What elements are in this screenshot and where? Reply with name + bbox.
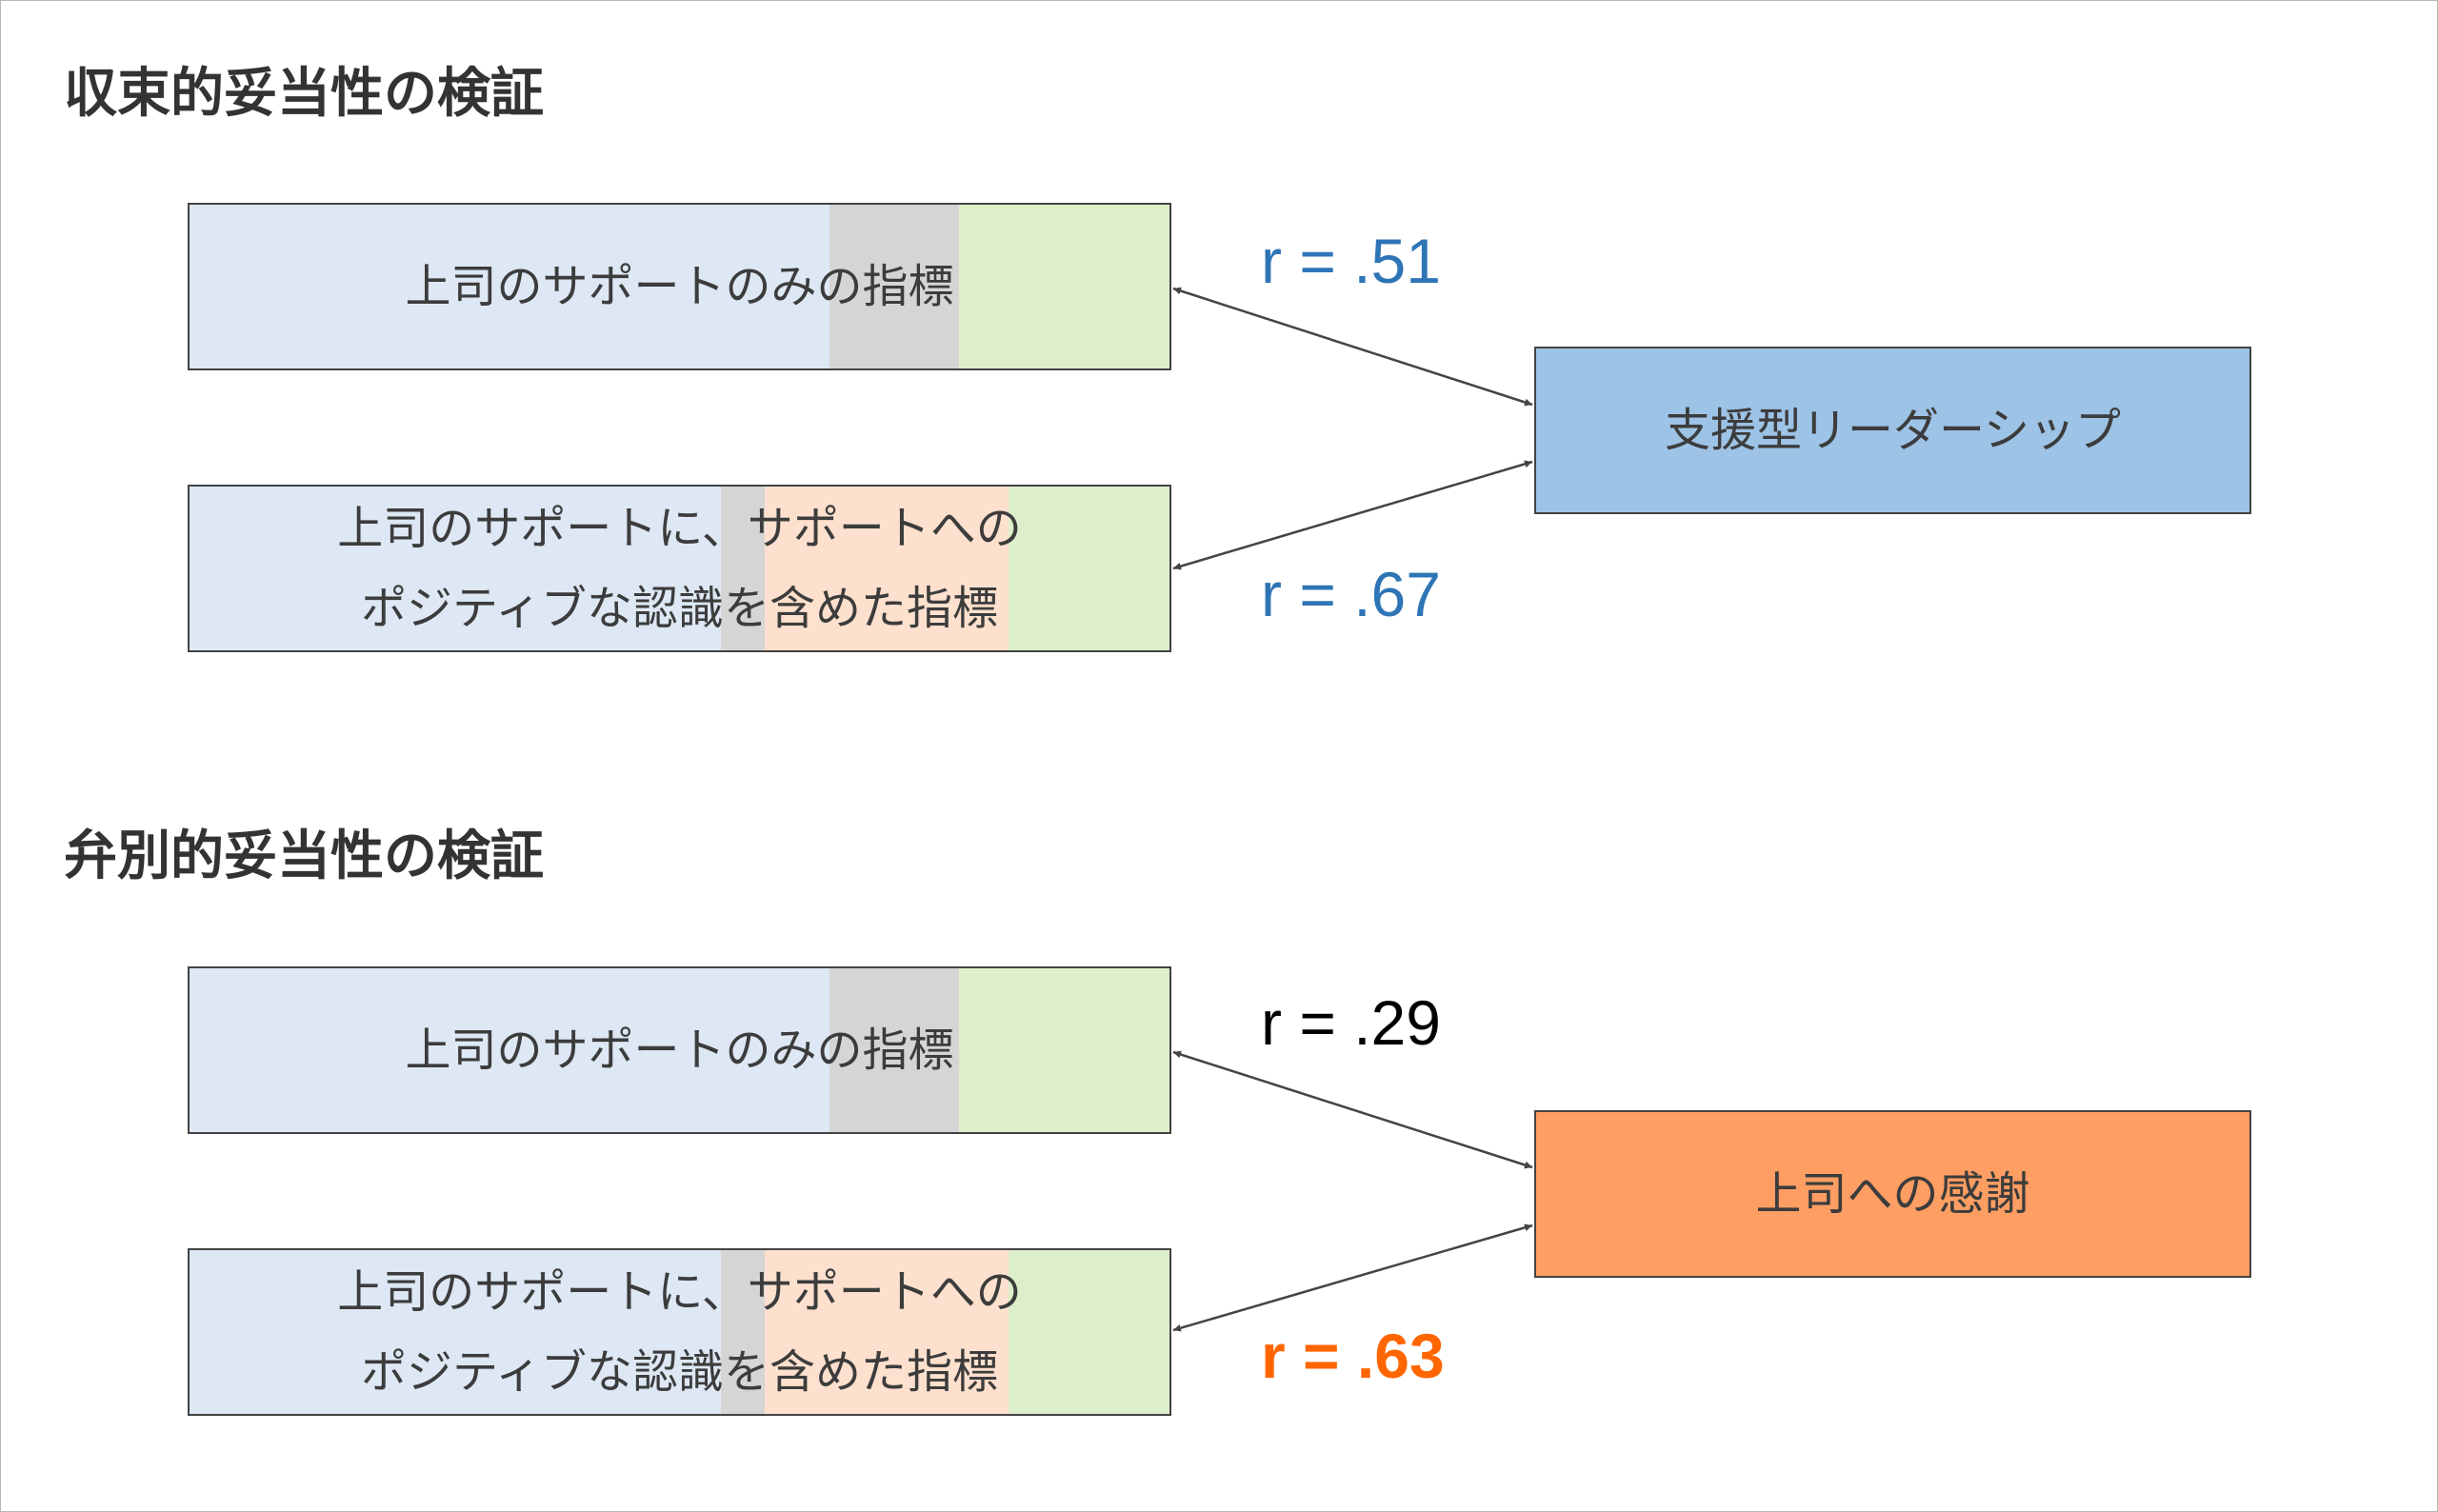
gratitude-to-supervisor-box: 上司への感謝	[1534, 1110, 2251, 1278]
supportive-leadership-box: 支援型リーダーシップ	[1534, 347, 2251, 514]
double-arrow	[1172, 1050, 1533, 1169]
double-arrow	[1172, 287, 1533, 407]
double-arrow	[1172, 460, 1533, 570]
indicator-label-line1: 上司のサポートに、サポートへの	[337, 1265, 1022, 1319]
convergent-validity-title: 収束的妥当性の検証	[64, 63, 544, 125]
double-arrow	[1172, 1224, 1533, 1332]
support-only-indicator-box: 上司のサポートのみの指標	[188, 966, 1171, 1134]
correlation-label: r = .67	[1261, 559, 1441, 629]
correlation-label: r = .51	[1261, 226, 1441, 296]
indicator-label-line2: ポジティブな認識を含めた指標	[360, 1345, 999, 1399]
indicator-label: 上司のサポートに、サポートへの ポジティブな認識を含めた指標	[337, 1252, 1022, 1412]
correlation-label: r = .29	[1261, 987, 1441, 1058]
correlation-label-highlighted: r = .63	[1261, 1321, 1445, 1391]
support-with-positive-perception-indicator-box: 上司のサポートに、サポートへの ポジティブな認識を含めた指標	[188, 485, 1171, 652]
discriminant-validity-title: 弁別的妥当性の検証	[64, 826, 544, 887]
indicator-label: 上司のサポートのみの指標	[405, 1024, 954, 1077]
target-label: 上司への感謝	[1755, 1167, 2030, 1221]
indicator-label-line1: 上司のサポートに、サポートへの	[337, 502, 1022, 555]
indicator-label-line2: ポジティブな認識を含めた指標	[360, 582, 999, 635]
indicator-label: 上司のサポートのみの指標	[405, 260, 954, 313]
indicator-label: 上司のサポートに、サポートへの ポジティブな認識を含めた指標	[337, 488, 1022, 648]
support-only-indicator-box: 上司のサポートのみの指標	[188, 203, 1171, 370]
target-label: 支援型リーダーシップ	[1664, 404, 2122, 457]
support-with-positive-perception-indicator-box: 上司のサポートに、サポートへの ポジティブな認識を含めた指標	[188, 1248, 1171, 1416]
